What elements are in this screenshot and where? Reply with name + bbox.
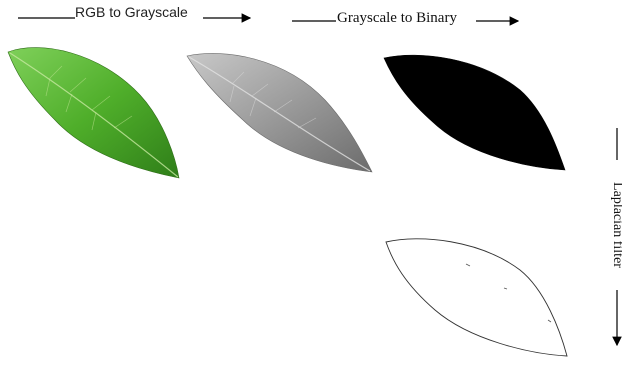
rgb-leaf-image — [8, 48, 179, 178]
label-laplacian-filter: Laplacian filter — [609, 182, 622, 268]
label-rgb-to-grayscale: RGB to Grayscale — [75, 4, 188, 20]
label-laplacian-filter-wrap: Laplacian filter — [603, 160, 622, 290]
grayscale-leaf-image — [187, 53, 372, 172]
edge-leaf-image — [386, 239, 567, 356]
label-grayscale-to-binary: Grayscale to Binary — [337, 10, 457, 27]
binary-leaf-image — [384, 55, 565, 170]
